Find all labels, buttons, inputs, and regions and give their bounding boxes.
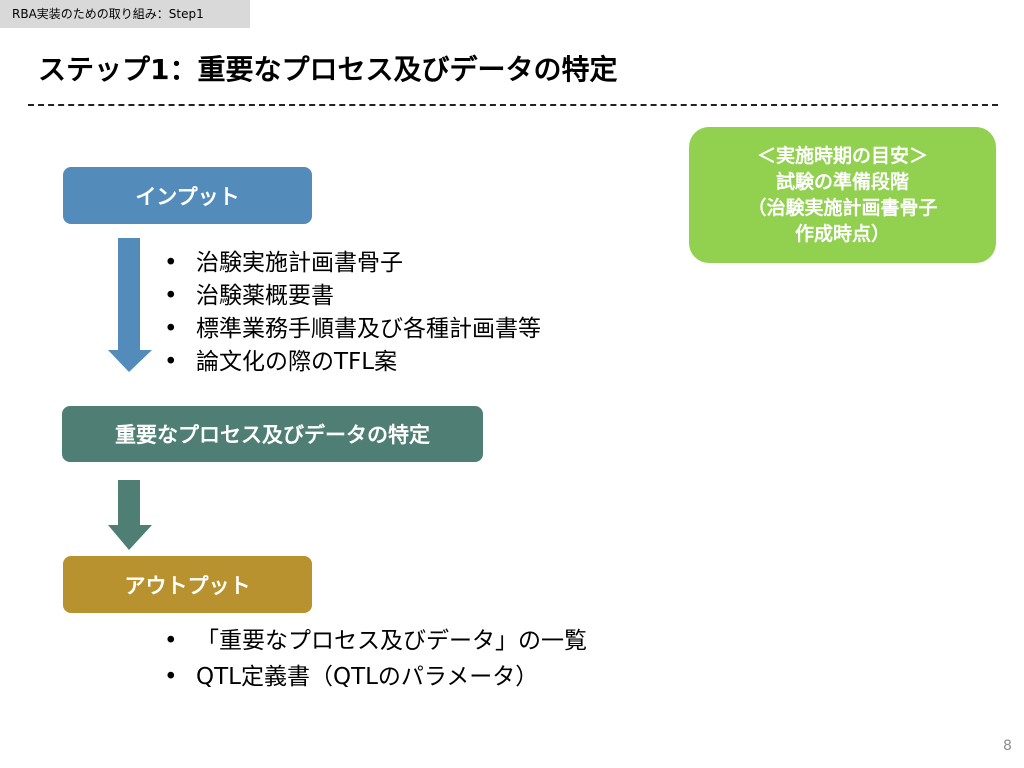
page-title: ステップ1：重要なプロセス及びデータの特定 [38,53,618,86]
page-number: 8 [1003,738,1012,754]
list-item: 論文化の際のTFL案 [164,346,541,379]
process-box: 重要なプロセス及びデータの特定 [62,406,483,462]
list-item: 治験薬概要書 [164,280,541,313]
down-arrow-icon [108,480,152,550]
timing-line: 作成時点） [794,223,890,245]
timing-line: ＜実施時期の目安＞ [756,145,928,167]
output-list: 「重要なプロセス及びデータ」の一覧 QTL定義書（QTLのパラメータ） [164,623,587,695]
title-divider [28,104,998,106]
list-item: QTL定義書（QTLのパラメータ） [164,659,587,695]
input-list: 治験実施計画書骨子 治験薬概要書 標準業務手順書及び各種計画書等 論文化の際のT… [164,247,541,379]
output-box: アウトプット [63,556,312,613]
timing-line: （治験実施計画書骨子 [747,197,938,219]
list-item: 標準業務手順書及び各種計画書等 [164,313,541,346]
down-arrow-icon [108,238,152,372]
timing-callout: ＜実施時期の目安＞ 試験の準備段階 （治験実施計画書骨子 作成時点） [689,127,996,263]
input-box: インプット [63,167,312,224]
section-tag: RBA実装のための取り組み：Step1 [0,0,250,28]
list-item: 「重要なプロセス及びデータ」の一覧 [164,623,587,659]
timing-line: 試験の準備段階 [775,171,909,193]
list-item: 治験実施計画書骨子 [164,247,541,280]
